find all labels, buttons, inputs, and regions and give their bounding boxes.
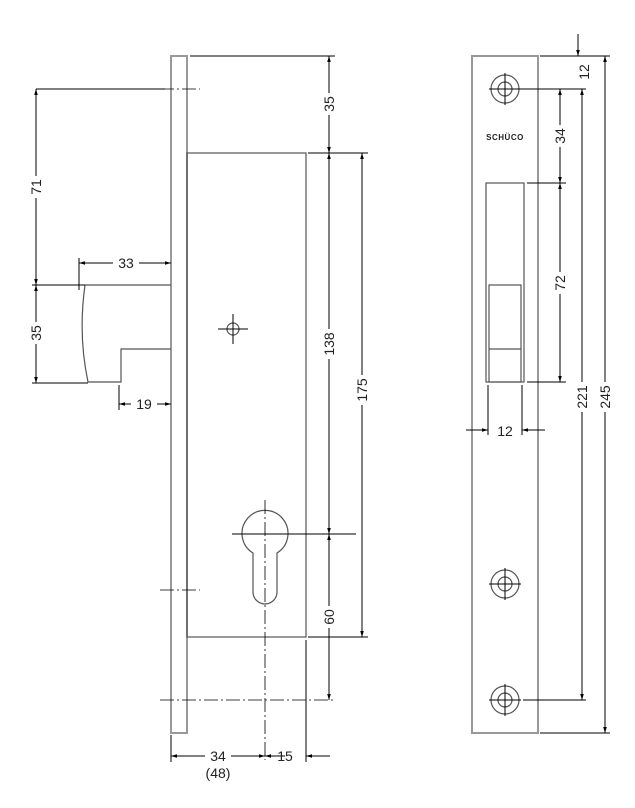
- schueco-logo: SCHÜCO: [486, 133, 524, 142]
- spindle-hole: [218, 314, 248, 344]
- dim-15: 15: [277, 748, 293, 764]
- latch-bolt-front: [488, 284, 522, 383]
- dim-12-width: 12: [497, 423, 513, 439]
- latch-bolt: [81, 284, 171, 383]
- dim-12-top: 12: [576, 64, 592, 80]
- lock-case: [186, 152, 307, 638]
- dim-33: 33: [118, 255, 134, 271]
- screw-hole-bottom: [489, 684, 521, 716]
- dim-48: (48): [206, 765, 231, 781]
- dim-34-front: 34: [552, 128, 568, 144]
- side-view: 71 35 33 19 35 138 60 175 34 (48) 15: [28, 55, 370, 781]
- screw-hole-middle: [489, 568, 521, 600]
- screw-hole-top: [489, 73, 521, 105]
- dim-60: 60: [321, 609, 337, 625]
- dim-221: 221: [574, 385, 590, 409]
- dim-175: 175: [354, 378, 370, 402]
- latch-opening: [485, 182, 525, 383]
- strike-faceplate: [471, 55, 539, 734]
- dim-71: 71: [28, 179, 44, 195]
- faceplate: [170, 55, 188, 734]
- dim-35-latch: 35: [28, 325, 44, 341]
- dim-19: 19: [136, 396, 152, 412]
- front-view: SCHÜCO 12 34 72 221 245 12: [466, 34, 613, 734]
- dim-34: 34: [210, 748, 226, 764]
- cylinder-cutout: [232, 500, 356, 760]
- dim-72: 72: [552, 275, 568, 291]
- dim-245: 245: [597, 385, 613, 409]
- dim-138: 138: [321, 332, 337, 356]
- dim-35-top: 35: [321, 96, 337, 112]
